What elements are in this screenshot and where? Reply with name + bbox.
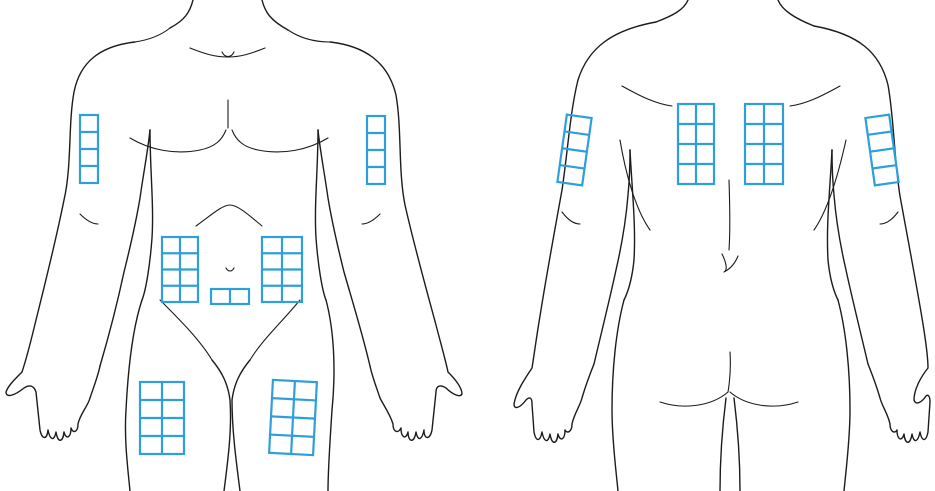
injection-sites-layer [80,104,899,455]
upper-back-right-injection-grid [745,104,783,184]
back-right-upper-arm-row-divider [872,165,896,168]
back-buttock-left [660,392,728,406]
back-right-upper-arm-row-divider [868,131,892,134]
back-shoulder-curve-left [620,140,650,230]
back-inner-arm-right [832,150,868,364]
front-right-upper-arm-injection-grid [80,115,98,183]
back-neck-left [656,0,688,22]
front-sternal-notch [222,52,234,57]
back-gluteal-cleft [728,352,730,392]
front-trapezius-right [288,30,330,42]
front-pectoral-left [130,130,226,152]
back-left-upper-arm-row-divider [564,131,589,134]
front-elbow-right [362,214,380,224]
front-pectoral-right [232,130,328,152]
back-right-upper-arm-injection-grid [865,115,898,186]
front-groin-right [250,300,300,360]
right-thigh-injection-grid [140,382,184,454]
back-spine [729,180,730,250]
front-collarbone [190,48,265,57]
front-inner-arm-left [100,130,150,366]
abdomen-right-injection-grid [162,237,198,302]
front-navel [226,268,234,271]
front-body-figure [6,0,462,491]
front-neck-left [170,0,193,28]
front-inner-arm-right [318,130,370,366]
abdomen-lower-center-injection-grid [211,289,249,304]
back-left-upper-arm-injection-grid [557,115,591,186]
back-inner-arm-left [594,150,630,364]
back-hip-right [838,300,850,491]
back-buttock-right [730,392,798,406]
abdomen-left-injection-grid [262,237,302,302]
front-neck-right [262,0,288,30]
front-rib-arch [196,205,262,226]
front-inner-leg-left [212,360,231,491]
left-thigh-injection-grid [269,380,317,455]
upper-back-left-injection-grid [678,104,714,184]
back-scapula-left [622,86,672,106]
front-inner-leg-right [232,360,250,491]
back-scapula-right [790,86,840,106]
front-hip-right [326,300,334,491]
back-lumbar-mark [722,254,738,272]
front-outline-right [330,42,462,440]
back-inner-leg-right [734,398,740,491]
front-outline-left [6,42,135,440]
back-hip-left [612,300,624,491]
front-elbow-left [80,214,98,224]
back-right-upper-arm-row-divider [870,148,894,151]
back-outline-right [814,26,930,442]
back-inner-leg-left [720,398,726,491]
back-neck-right [778,0,814,26]
back-left-upper-arm-row-divider [560,165,585,168]
back-left-upper-arm-row-divider [562,148,587,151]
back-elbow-right [880,212,898,224]
front-groin-left [160,300,212,360]
front-left-upper-arm-injection-grid [367,116,385,184]
back-body-figure [514,0,930,491]
front-trapezius-left [135,28,170,42]
back-elbow-left [562,212,580,224]
